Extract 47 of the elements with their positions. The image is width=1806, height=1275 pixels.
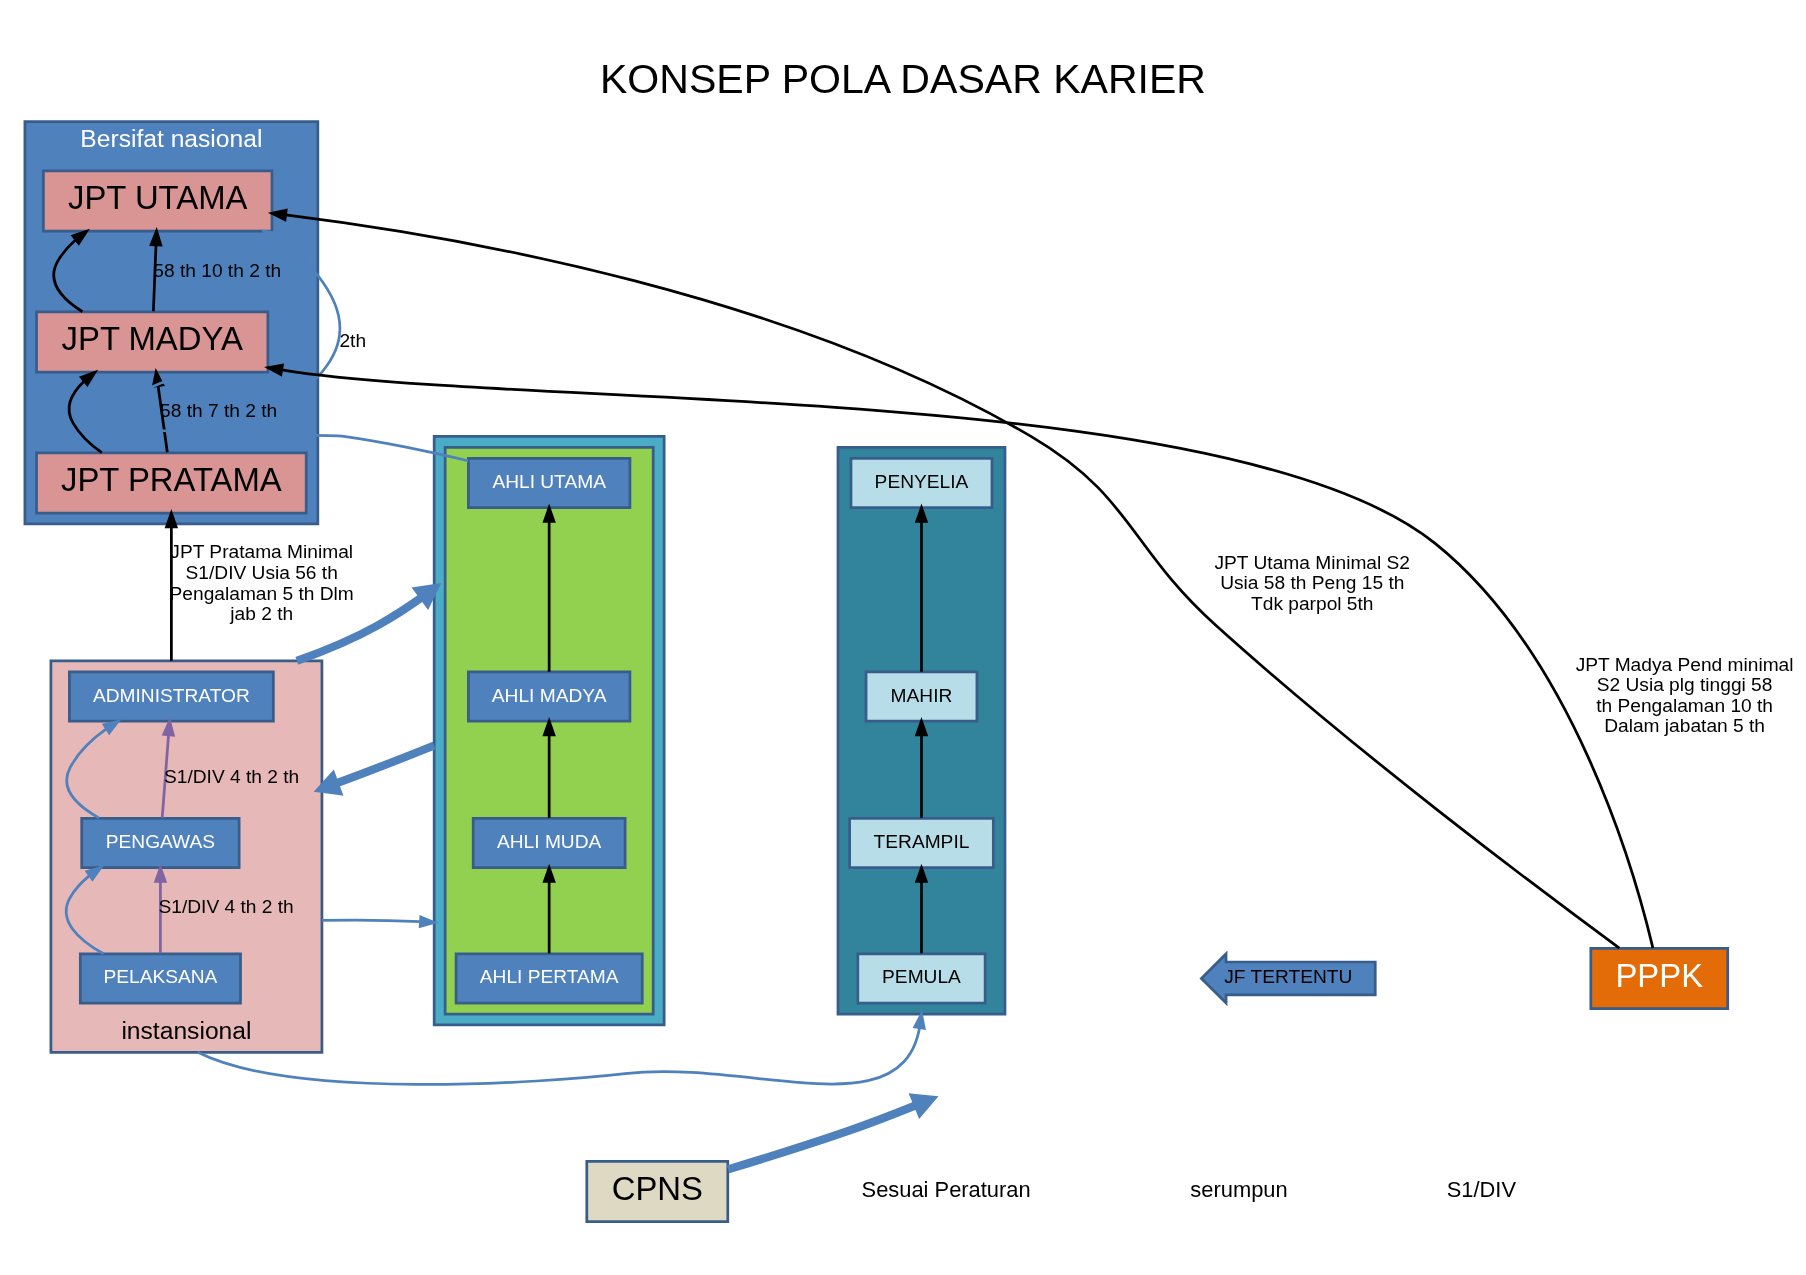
arrow [153,863,168,953]
node-box: PENGAWAS [80,816,241,869]
label: Sesuai Peraturan [861,1176,1031,1202]
node-box: JPT PRATAMA [35,450,308,514]
node-box: AHLI MADYA [467,669,632,722]
node-box: TERAMPIL [848,816,995,869]
arrow [295,582,442,665]
node-box: PEMULA [856,951,987,1004]
node-box: PPPK [1589,946,1730,1010]
node-box: ADMINISTRATOR [68,669,275,722]
label: serumpun [1190,1176,1288,1202]
arrow [726,1092,939,1173]
arrow [542,503,556,672]
edge-label: S1/DIV 4 th 2 th [158,895,294,917]
arrow [65,718,122,819]
arrow [313,741,436,796]
arrow [542,863,556,953]
node-box: CPNS [585,1159,730,1223]
edge-label: S1/DIV 4 th 2 th [163,765,300,787]
arrow [267,207,1621,949]
node-box: AHLI UTAMA [467,456,632,509]
node-box: PENYELIA [849,456,994,509]
arrow [64,864,105,955]
arrow [542,716,556,818]
node-box: JPT MADYA [35,309,270,373]
arrow [264,362,1655,948]
arrow [52,228,90,313]
arrow [149,226,163,311]
arrow [164,508,179,661]
arrow [914,716,929,818]
label: S1/DIV [1446,1176,1516,1202]
edge-label: JPT Madya Pend minimal S2 Usia plg tinggi 58 th Pengalaman 10 th Dalam jabatan 5 th [1575,653,1794,736]
arrow [321,914,439,928]
node-box: PELAKSANA [78,951,242,1004]
edge-label: 2th [339,329,367,351]
cluster [836,445,1007,1015]
node-box: AHLI MUDA [471,816,627,869]
edge-label: JPT Utama Minimal S2 Usia 58 th Peng 15 th Tdk parpol 5th [1214,551,1411,614]
arrow [197,1009,926,1086]
node-box: AHLI PERTAMA [454,951,644,1004]
node-box: JPT UTAMA [42,168,274,232]
arrow [914,503,929,672]
arrow [67,369,103,454]
node-box: MAHIR [864,669,979,722]
arrow [160,716,176,818]
arrow [914,863,929,953]
diagram-title: KONSEP POLA DASAR KARIER [599,55,1207,102]
